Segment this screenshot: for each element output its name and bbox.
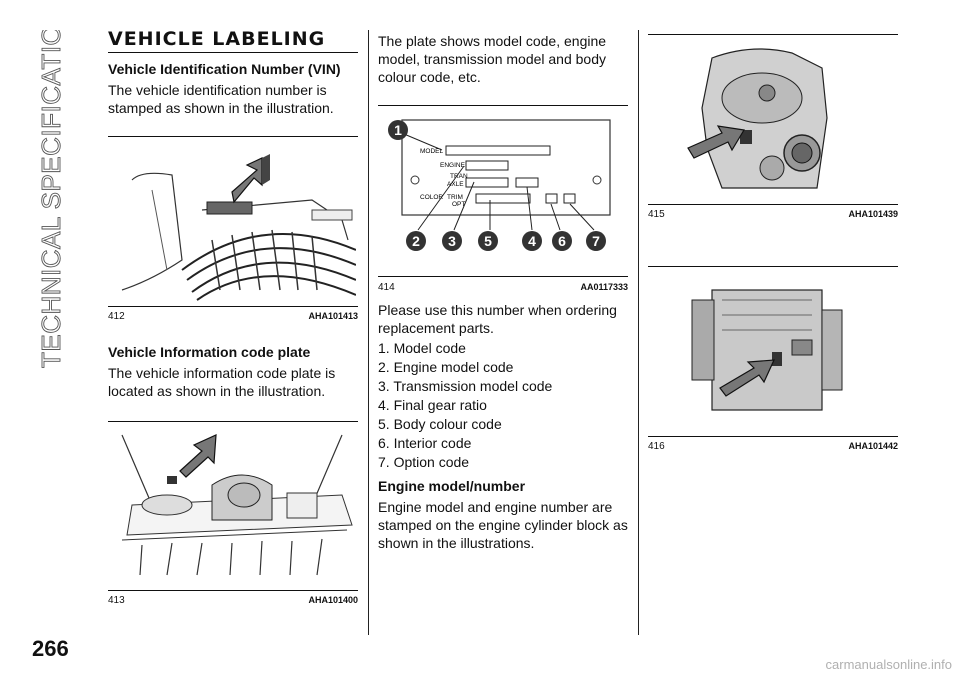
figure-413-plate-location [112, 425, 356, 585]
column-2-lower: Please use this number when ordering rep… [378, 301, 628, 552]
list-item: 7. Option code [378, 454, 470, 470]
figure-number: 416 [648, 441, 665, 452]
figure-413-caption: 413 AHA101400 [108, 595, 358, 606]
figure-code: AHA101400 [308, 595, 358, 605]
engine-number-paragraph: Engine model and engine number are stamp… [378, 499, 628, 551]
figure-412-caption: 412 AHA101413 [108, 311, 358, 322]
callout-6-label: 6 [558, 233, 566, 249]
figure-415-caption: 415 AHA101439 [648, 209, 898, 220]
figure-number: 414 [378, 282, 395, 293]
plate-label-color: COLOR [420, 194, 443, 201]
code-list: 1. Model code 2. Engine model code 3. Tr… [378, 339, 628, 472]
figure-bottom-rule [108, 590, 358, 591]
figure-bottom-rule [108, 306, 358, 307]
vin-subheading: Vehicle Identification Number (VIN) [108, 61, 341, 77]
figure-top-rule [648, 34, 898, 35]
callout-1-label: 1 [394, 122, 402, 138]
callout-4 [522, 231, 542, 251]
vin-paragraph: The vehicle identification number is sta… [108, 82, 334, 116]
section-heading: VEHICLE LABELING [108, 28, 358, 53]
callout-3-label: 3 [448, 233, 456, 249]
figure-412-vin-location [112, 140, 357, 304]
column-2-top: The plate shows model code, engine model… [378, 32, 628, 86]
info-plate-subheading: Vehicle Information code plate [108, 344, 311, 360]
watermark: carmanualsonline.info [825, 657, 952, 672]
column-divider [638, 30, 639, 635]
callout-5 [478, 231, 498, 251]
figure-number: 415 [648, 209, 665, 220]
figure-416-engine-right [652, 270, 896, 432]
plate-intro-paragraph: The plate shows model code, engine model… [378, 33, 607, 85]
figure-bottom-rule [648, 204, 898, 205]
side-section-title: TECHNICAL SPECIFICATIONS [18, 0, 76, 370]
figure-top-rule [378, 105, 628, 106]
side-title-text: TECHNICAL SPECIFICATIONS [36, 30, 66, 368]
figure-code: AHA101439 [848, 209, 898, 219]
column-1: VEHICLE LABELING Vehicle Identification … [108, 28, 358, 117]
list-item: 4. Final gear ratio [378, 397, 487, 413]
figure-number: 412 [108, 311, 125, 322]
column-1-lower: Vehicle Information code plate The vehic… [108, 336, 358, 400]
plate-label-tran: TRAN [450, 173, 468, 180]
callout-3 [442, 231, 462, 251]
figure-top-rule [108, 136, 358, 137]
callout-2 [406, 231, 426, 251]
list-item: 1. Model code [378, 340, 466, 356]
figure-top-rule [108, 421, 358, 422]
figure-code: AHA101413 [308, 311, 358, 321]
plate-label-trim: TRIM [447, 194, 463, 201]
figure-top-rule [648, 266, 898, 267]
figure-code: AA0117333 [580, 282, 628, 292]
figure-number: 413 [108, 595, 125, 606]
plate-label-axle: AXLE [447, 181, 464, 188]
list-item: 2. Engine model code [378, 359, 514, 375]
callout-6 [552, 231, 572, 251]
figure-414-code-plate: MODEL ENGINE TRAN AXLE COLOR TRIM OPT 1 … [382, 110, 626, 270]
list-item: 3. Transmission model code [378, 378, 553, 394]
figure-416-caption: 416 AHA101442 [648, 441, 898, 452]
callout-7 [586, 231, 606, 251]
figure-bottom-rule [648, 436, 898, 437]
figure-414-caption: 414 AA0117333 [378, 282, 628, 293]
figure-bottom-rule [378, 276, 628, 277]
plate-label-model: MODEL [420, 148, 444, 155]
ordering-paragraph: Please use this number when ordering rep… [378, 302, 617, 336]
list-item: 5. Body colour code [378, 416, 502, 432]
page-number: 266 [32, 636, 69, 661]
engine-number-subheading: Engine model/number [378, 478, 526, 494]
figure-415-engine-left [652, 38, 896, 200]
figure-code: AHA101442 [848, 441, 898, 451]
callout-5-label: 5 [484, 233, 492, 249]
column-divider [368, 30, 369, 635]
callout-7-label: 7 [592, 233, 600, 249]
list-item: 6. Interior code [378, 435, 472, 451]
info-plate-paragraph: The vehicle information code plate is lo… [108, 365, 336, 399]
callout-1 [388, 120, 408, 140]
callout-2-label: 2 [412, 233, 420, 249]
plate-label-opt: OPT [452, 201, 465, 208]
callout-4-label: 4 [528, 233, 536, 249]
plate-label-engine: ENGINE [440, 162, 466, 169]
